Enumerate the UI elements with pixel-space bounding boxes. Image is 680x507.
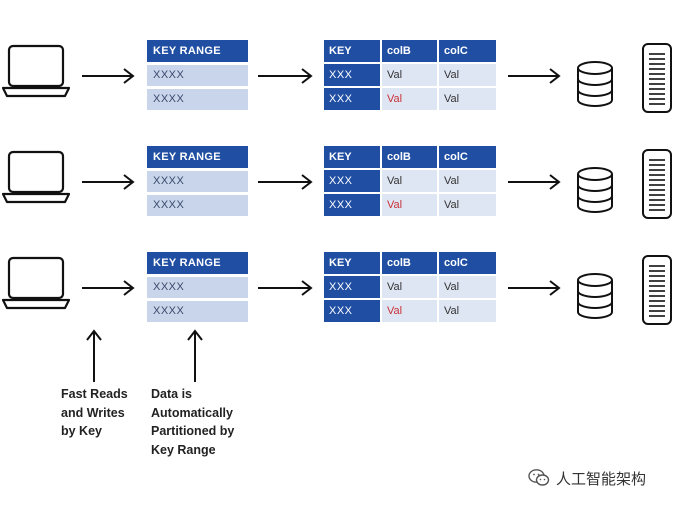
right-arrow-icon: [82, 278, 136, 298]
key-cell: XXX: [324, 276, 380, 298]
colc-cell: Val: [439, 276, 496, 298]
server-rack-icon: [641, 42, 673, 114]
laptop-icon: [1, 256, 71, 312]
key-range-cell: XXXX: [147, 277, 248, 298]
server-rack-icon: [641, 254, 673, 326]
key-cell: XXX: [324, 194, 380, 216]
colb-cell-highlighted: Val: [382, 300, 437, 322]
table-header-row: KEY colB colC: [324, 252, 496, 274]
key-range-cell: XXXX: [147, 65, 248, 86]
column-header-colc: colC: [439, 252, 496, 274]
colc-cell: Val: [439, 300, 496, 322]
right-arrow-icon: [508, 278, 562, 298]
column-header-colc: colC: [439, 146, 496, 168]
database-icon: [575, 166, 615, 214]
right-arrow-icon: [258, 172, 314, 192]
up-arrow-icon: [84, 328, 104, 387]
column-header-key: KEY: [324, 40, 380, 62]
key-cell: XXX: [324, 88, 380, 110]
table-row: XXX Val Val: [324, 64, 496, 86]
key-range-cell: XXXX: [147, 301, 248, 322]
column-header-colc: colC: [439, 40, 496, 62]
laptop-icon: [1, 150, 71, 206]
table-row: XXX Val Val: [324, 170, 496, 192]
key-cell: XXX: [324, 300, 380, 322]
colb-cell: Val: [382, 64, 437, 86]
key-range-header: KEY RANGE: [147, 146, 248, 168]
partition-data-table: KEY colB colC XXX Val Val XXX Val Val: [324, 252, 496, 324]
watermark-text: 人工智能架构: [556, 469, 647, 488]
table-row: XXX Val Val: [324, 88, 496, 110]
key-cell: XXX: [324, 64, 380, 86]
diagram-row-2: KEY RANGE XXXX XXXX KEY colB colC XXX Va…: [0, 146, 680, 236]
column-header-colb: colB: [382, 40, 437, 62]
right-arrow-icon: [258, 278, 314, 298]
table-row: XXX Val Val: [324, 276, 496, 298]
fast-reads-annotation: Fast Reads and Writes by Key: [61, 387, 128, 438]
colb-cell: Val: [382, 170, 437, 192]
key-range-table: KEY RANGE XXXX XXXX: [147, 252, 248, 322]
right-arrow-icon: [258, 66, 314, 86]
table-header-row: KEY colB colC: [324, 40, 496, 62]
wechat-icon: [528, 469, 550, 486]
server-rack-icon: [641, 148, 673, 220]
table-row: XXX Val Val: [324, 194, 496, 216]
watermark: 人工智能架构: [528, 466, 646, 490]
laptop-icon: [1, 44, 71, 100]
column-header-colb: colB: [382, 252, 437, 274]
up-arrow-icon: [185, 328, 205, 387]
column-header-colb: colB: [382, 146, 437, 168]
key-cell: XXX: [324, 170, 380, 192]
partition-data-table: KEY colB colC XXX Val Val XXX Val Val: [324, 146, 496, 218]
partitioned-annotation: Data is Automatically Partitioned by Key…: [151, 387, 235, 457]
right-arrow-icon: [82, 172, 136, 192]
colb-cell-highlighted: Val: [382, 194, 437, 216]
database-icon: [575, 272, 615, 320]
colc-cell: Val: [439, 194, 496, 216]
diagram-row-3: KEY RANGE XXXX XXXX KEY colB colC XXX Va…: [0, 252, 680, 342]
key-range-cell: XXXX: [147, 195, 248, 216]
colc-cell: Val: [439, 170, 496, 192]
diagram-row-1: KEY RANGE XXXX XXXX KEY colB colC XXX Va…: [0, 40, 680, 130]
partition-data-table: KEY colB colC XXX Val Val XXX Val Val: [324, 40, 496, 112]
table-header-row: KEY colB colC: [324, 146, 496, 168]
table-row: XXX Val Val: [324, 300, 496, 322]
column-header-key: KEY: [324, 146, 380, 168]
right-arrow-icon: [508, 172, 562, 192]
right-arrow-icon: [508, 66, 562, 86]
colc-cell: Val: [439, 88, 496, 110]
column-header-key: KEY: [324, 252, 380, 274]
key-range-table: KEY RANGE XXXX XXXX: [147, 146, 248, 216]
key-range-cell: XXXX: [147, 89, 248, 110]
key-range-header: KEY RANGE: [147, 40, 248, 62]
colb-cell: Val: [382, 276, 437, 298]
database-icon: [575, 60, 615, 108]
key-range-table: KEY RANGE XXXX XXXX: [147, 40, 248, 110]
colc-cell: Val: [439, 64, 496, 86]
key-range-cell: XXXX: [147, 171, 248, 192]
right-arrow-icon: [82, 66, 136, 86]
colb-cell-highlighted: Val: [382, 88, 437, 110]
key-range-header: KEY RANGE: [147, 252, 248, 274]
